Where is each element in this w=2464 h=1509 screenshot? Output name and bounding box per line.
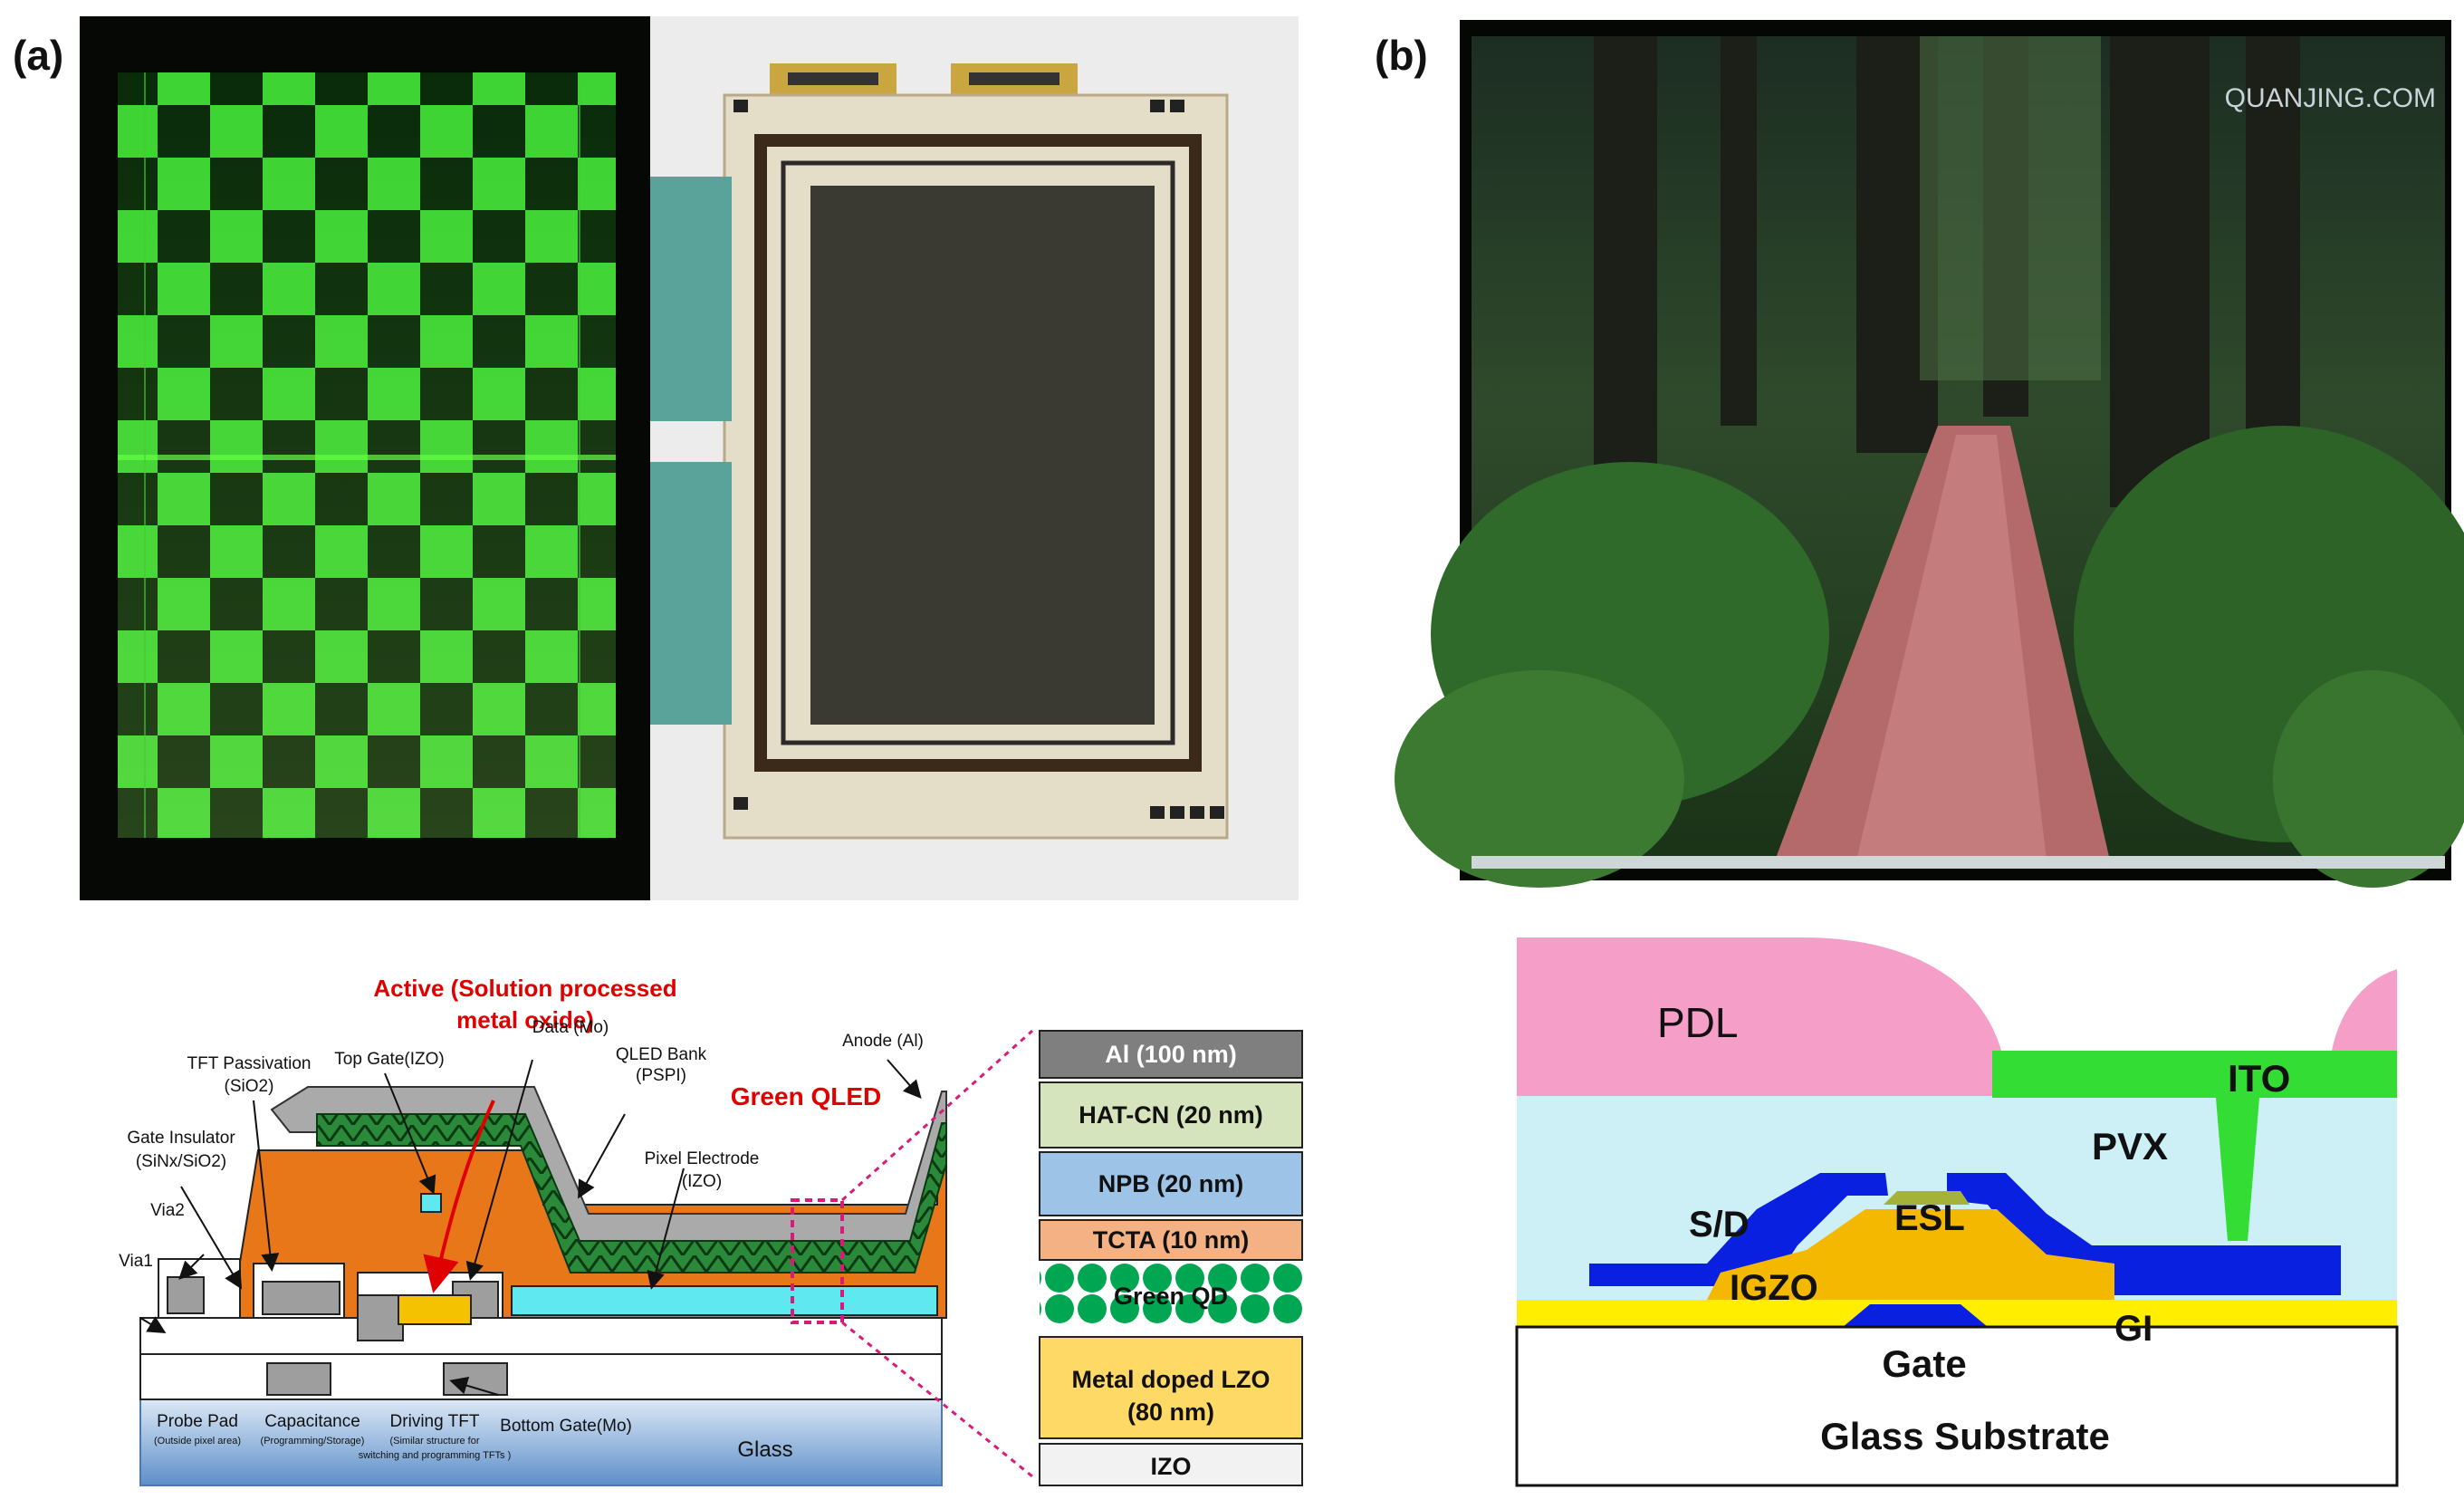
qled-layer-stack	[1039, 1030, 1303, 1486]
gate-label: Gate	[1882, 1342, 1966, 1385]
gate-insulator-sub: (SiNx/SiO2)	[136, 1152, 226, 1171]
sd-label: S/D	[1689, 1205, 1750, 1245]
layer-stack-labels: Al (100 nm) HAT-CN (20 nm) NPB (20 nm) T…	[1072, 1041, 1270, 1480]
pixel-electrode-label: Pixel Electrode	[645, 1149, 760, 1168]
pdl-layer	[1517, 937, 2006, 1096]
checkerboard-display-photo	[80, 16, 650, 900]
qled-cross-section	[139, 1029, 1033, 1486]
igzo-label: IGZO	[1730, 1268, 1818, 1308]
panel-label-b: (b)	[1375, 32, 1428, 79]
pdl-label: PDL	[1657, 999, 1738, 1046]
glass-substrate	[1515, 1325, 2399, 1487]
watermark-text: QUANJING.COM	[2225, 83, 2436, 113]
active-title-line1: Active (Solution processed	[373, 975, 676, 1002]
qled-bank-sub: (PSPI)	[636, 1066, 686, 1085]
via2-label: Via2	[150, 1201, 185, 1220]
oxide-tft-cross-section	[1515, 937, 2399, 1487]
igzo-layer	[1707, 1209, 2114, 1300]
cross-section-a-labels: Active (Solution processed metal oxide) …	[119, 975, 924, 1462]
backplane-panel-photo	[650, 16, 1299, 900]
forest-display-photo	[1395, 20, 2464, 888]
probe-pad-label: Probe Pad	[157, 1412, 238, 1431]
substrate-label: Glass Substrate	[1820, 1415, 2110, 1457]
layer-hatcn-label: HAT-CN (20 nm)	[1079, 1101, 1263, 1129]
active-title-line2: metal oxide)	[456, 1006, 594, 1033]
layer-izo-label: IZO	[1151, 1453, 1192, 1480]
gi-label: GI	[2114, 1309, 2152, 1349]
panel-label-a: (a)	[13, 32, 64, 79]
layer-npb-label: NPB (20 nm)	[1098, 1170, 1244, 1197]
capacitance-label: Capacitance	[264, 1412, 360, 1431]
bottom-gate-label: Bottom Gate(Mo)	[500, 1417, 632, 1436]
anode-label: Anode (Al)	[842, 1032, 924, 1051]
pixel-electrode-layer	[511, 1285, 938, 1316]
tft-passivation-label: TFT Passivation	[187, 1054, 312, 1073]
layer-lzo-label-line1: Metal doped LZO	[1072, 1366, 1270, 1393]
layer-lzo-label-line2: (80 nm)	[1127, 1398, 1214, 1426]
sd-left	[1589, 1173, 1888, 1286]
data-label: Data (Mo)	[532, 1018, 609, 1037]
layer-greenqd-label: Green QD	[1114, 1283, 1228, 1310]
ito-label: ITO	[2228, 1057, 2290, 1100]
capacitance-sub: (Programming/Storage)	[261, 1436, 365, 1447]
pixel-electrode-sub: (IZO)	[682, 1172, 722, 1191]
driving-tft-sub2: switching and programming TFTs )	[359, 1450, 512, 1461]
pvx-label: PVX	[2092, 1125, 2168, 1168]
cross-section-b-labels: PDL ITO PVX S/D ESL IGZO GI Gate Glass S…	[1657, 999, 2290, 1457]
via1-label: Via1	[119, 1252, 153, 1271]
qled-bank-label: QLED Bank	[616, 1045, 707, 1064]
driving-tft-label: Driving TFT	[390, 1412, 480, 1431]
layer-tcta-label: TCTA (10 nm)	[1093, 1226, 1250, 1254]
driving-tft-sub1: (Similar structure for	[389, 1436, 479, 1447]
green-qled-label: Green QLED	[731, 1082, 881, 1110]
ito-layer	[1992, 1051, 2397, 1241]
esl-label: ESL	[1894, 1198, 1965, 1238]
layer-al-label: Al (100 nm)	[1105, 1041, 1237, 1068]
probe-pad-sub: (Outside pixel area)	[154, 1436, 241, 1447]
gate-insulator-label: Gate Insulator	[127, 1129, 235, 1148]
tft-passivation-sub: (SiO2)	[225, 1077, 274, 1096]
top-gate-label: Top Gate(IZO)	[334, 1050, 444, 1069]
glass-label: Glass	[737, 1437, 792, 1462]
gate-layer	[1843, 1304, 1988, 1327]
